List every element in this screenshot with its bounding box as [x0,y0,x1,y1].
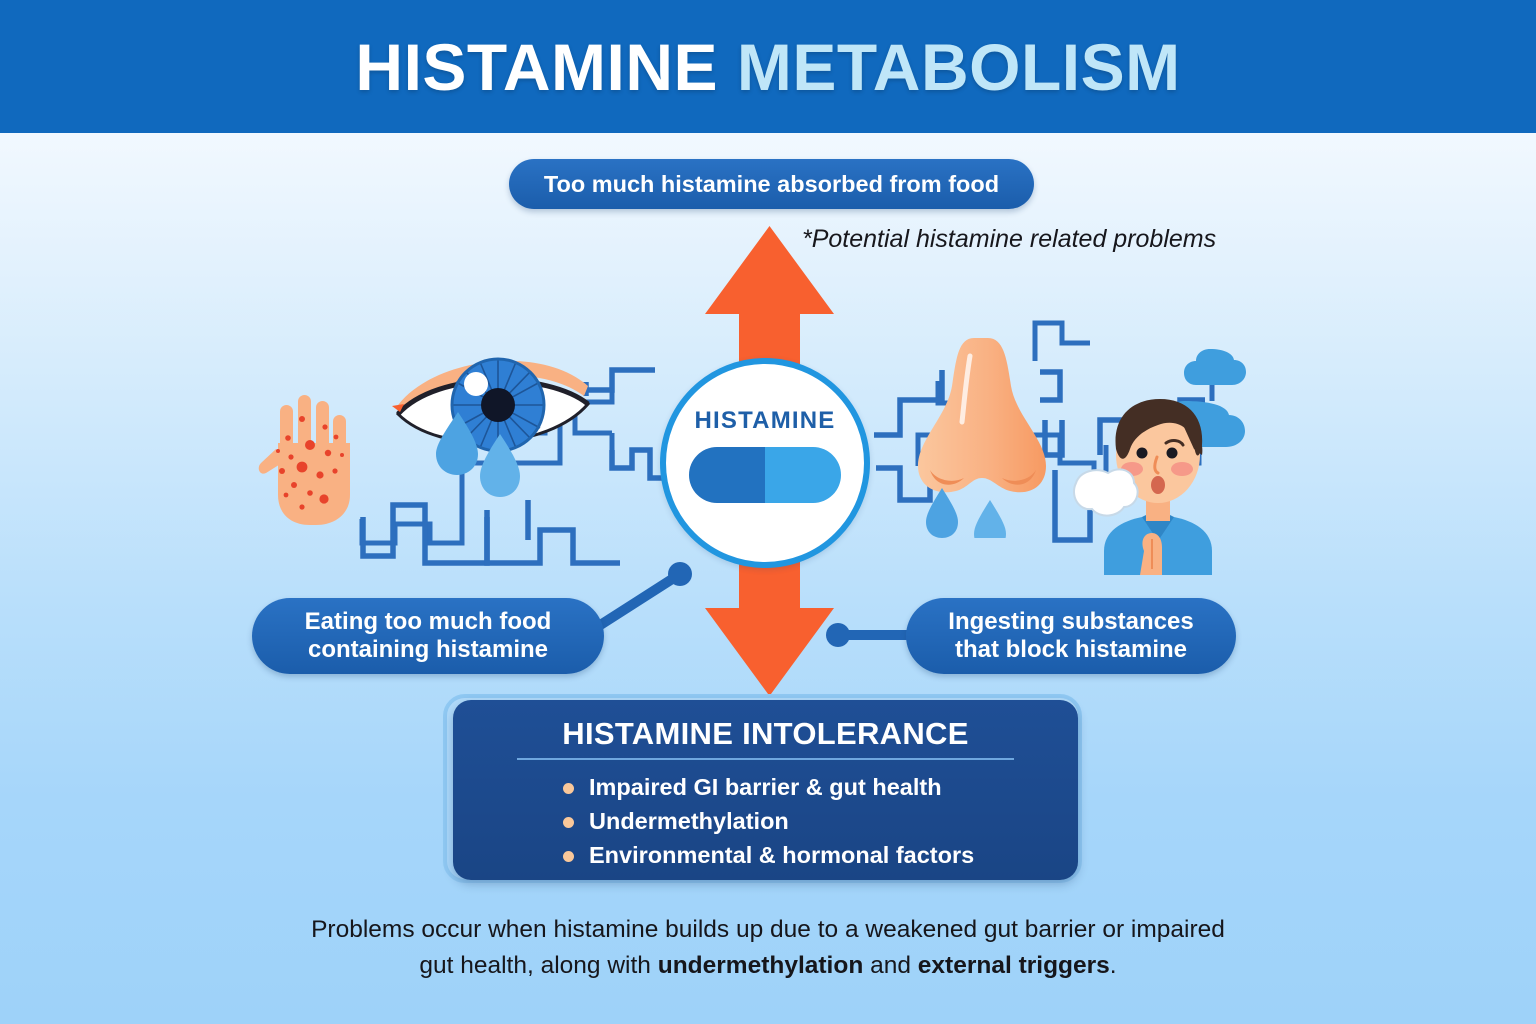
left-cause-line1: Eating too much food [304,607,552,635]
top-pill-label: Too much histamine absorbed from food [509,159,1034,209]
header-banner: HISTAMINE METABOLISM [0,0,1536,133]
list-item: Environmental & hormonal factors [561,839,1078,873]
caption-bold-external-triggers: external triggers [917,952,1110,980]
right-cause-pill: Ingesting substances that block histamin… [906,598,1236,674]
panel-bullet-list: Impaired GI barrier & gut health Underme… [561,771,1078,872]
bullet-text: Undermethylation [589,807,789,834]
caption-bold-undermethylation: undermethylation [657,952,864,980]
left-cause-pill: Eating too much food containing histamin… [252,598,604,674]
bullet-dot-icon [563,783,574,794]
caption-seg-e: . [1109,952,1117,980]
right-connector-line [832,630,927,640]
left-connector-dot [668,562,692,586]
right-cause-line1: Ingesting substances [948,607,1194,635]
watery-eye-icon [392,357,591,497]
title-part-metabolism: METABOLISM [736,29,1181,104]
panel-title: HISTAMINE INTOLERANCE [517,716,1014,760]
right-connector-dot [826,623,850,647]
runny-nose-icon [918,338,1046,538]
caption-seg-a: gut health, along with [419,952,658,980]
bullet-text: Impaired GI barrier & gut health [589,774,942,800]
histamine-intolerance-panel: HISTAMINE INTOLERANCE Impaired GI barrie… [453,700,1078,880]
caption-seg-c: and [863,952,918,980]
list-item: Undermethylation [561,805,1078,839]
capsule-right-half [765,447,841,503]
down-arrow [705,460,834,696]
capsule-left-half [689,447,765,503]
histamine-circle-label: HISTAMINE [694,407,836,434]
caption-line-2: gut health, along with undermethylation … [0,948,1536,984]
page-title: HISTAMINE METABOLISM [355,34,1180,100]
title-part-histamine: HISTAMINE [355,29,737,104]
footer-caption: Problems occur when histamine builds up … [0,912,1536,985]
left-cause-line2: containing histamine [307,636,548,663]
histamine-center-node: HISTAMINE [660,358,870,568]
right-cause-line2: that block histamine [954,636,1188,663]
histamine-circle: HISTAMINE [660,358,870,568]
caption-line-1: Problems occur when histamine builds up … [311,916,1225,943]
bullet-text: Environmental & hormonal factors [589,841,975,868]
bullet-dot-icon [563,816,574,828]
bullet-dot-icon [563,850,574,862]
list-item: Impaired GI barrier & gut health [561,771,1078,805]
wheezing-person-icon [1073,349,1246,575]
rash-hand-icon [258,395,350,525]
potential-problems-note: *Potential histamine related problems [802,225,1217,253]
capsule-pill-icon [689,447,841,503]
up-arrow [705,226,834,462]
